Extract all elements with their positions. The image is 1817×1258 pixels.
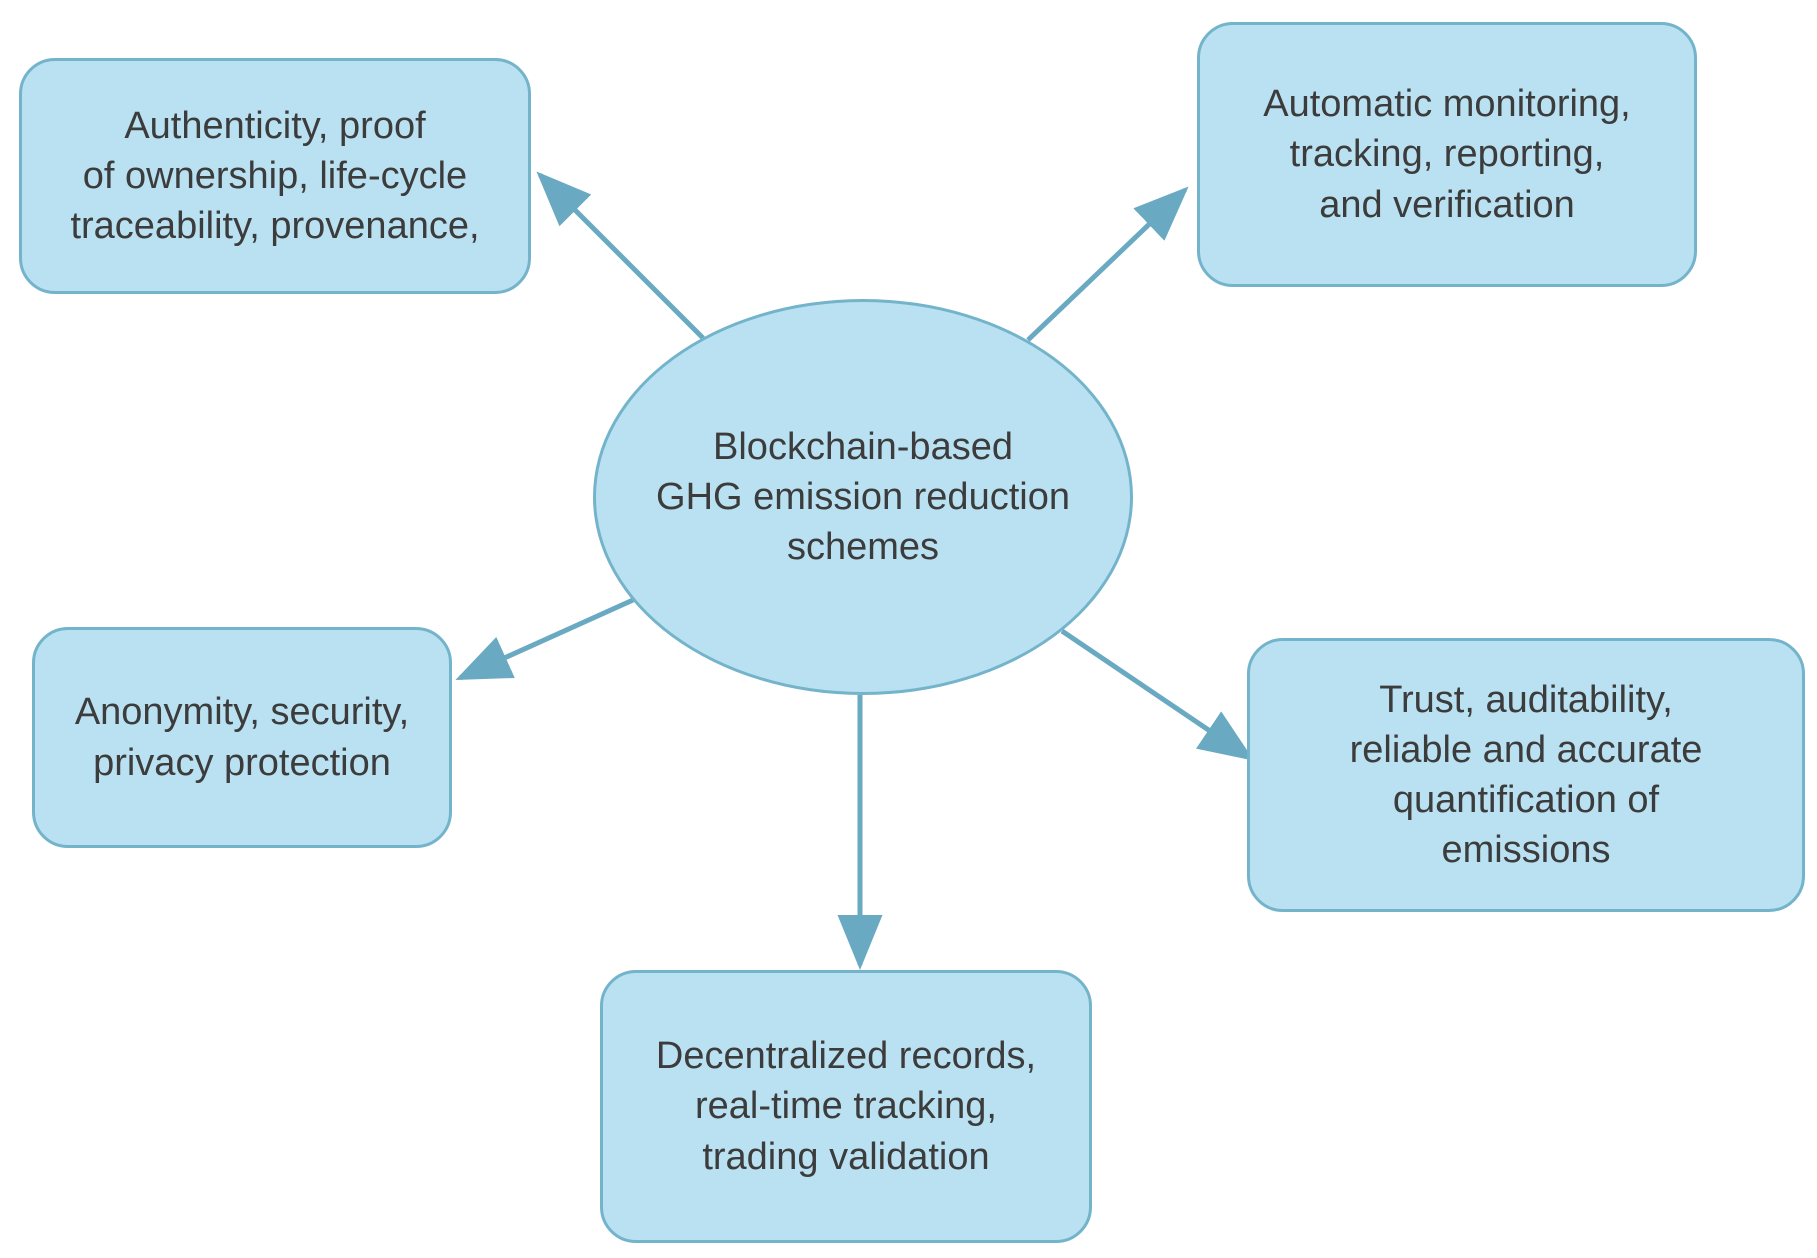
node-trust-label: Trust, auditability, reliable and accura… bbox=[1349, 678, 1703, 872]
node-anonymity: Anonymity, security, privacy protection bbox=[32, 627, 452, 848]
arrow-to-monitoring bbox=[1026, 186, 1189, 342]
center-node-label: Blockchain-based GHG emission reduction … bbox=[656, 425, 1070, 569]
node-authenticity: Authenticity, proof of ownership, life-c… bbox=[19, 58, 531, 294]
node-anonymity-label: Anonymity, security, privacy protection bbox=[74, 691, 410, 784]
node-monitoring-label: Automatic monitoring, tracking, reportin… bbox=[1263, 83, 1631, 226]
node-decentralized-label: Decentralized records, real-time trackin… bbox=[655, 1035, 1037, 1178]
center-node: Blockchain-based GHG emission reduction … bbox=[593, 299, 1133, 695]
arrow-to-authenticity bbox=[536, 171, 705, 340]
node-trust: Trust, auditability, reliable and accura… bbox=[1247, 638, 1805, 912]
node-decentralized: Decentralized records, real-time trackin… bbox=[600, 970, 1092, 1243]
node-authenticity-label: Authenticity, proof of ownership, life-c… bbox=[70, 104, 480, 248]
arrow-to-trust bbox=[1060, 628, 1255, 761]
node-monitoring: Automatic monitoring, tracking, reportin… bbox=[1197, 22, 1697, 287]
arrow-to-anonymity bbox=[455, 597, 635, 681]
